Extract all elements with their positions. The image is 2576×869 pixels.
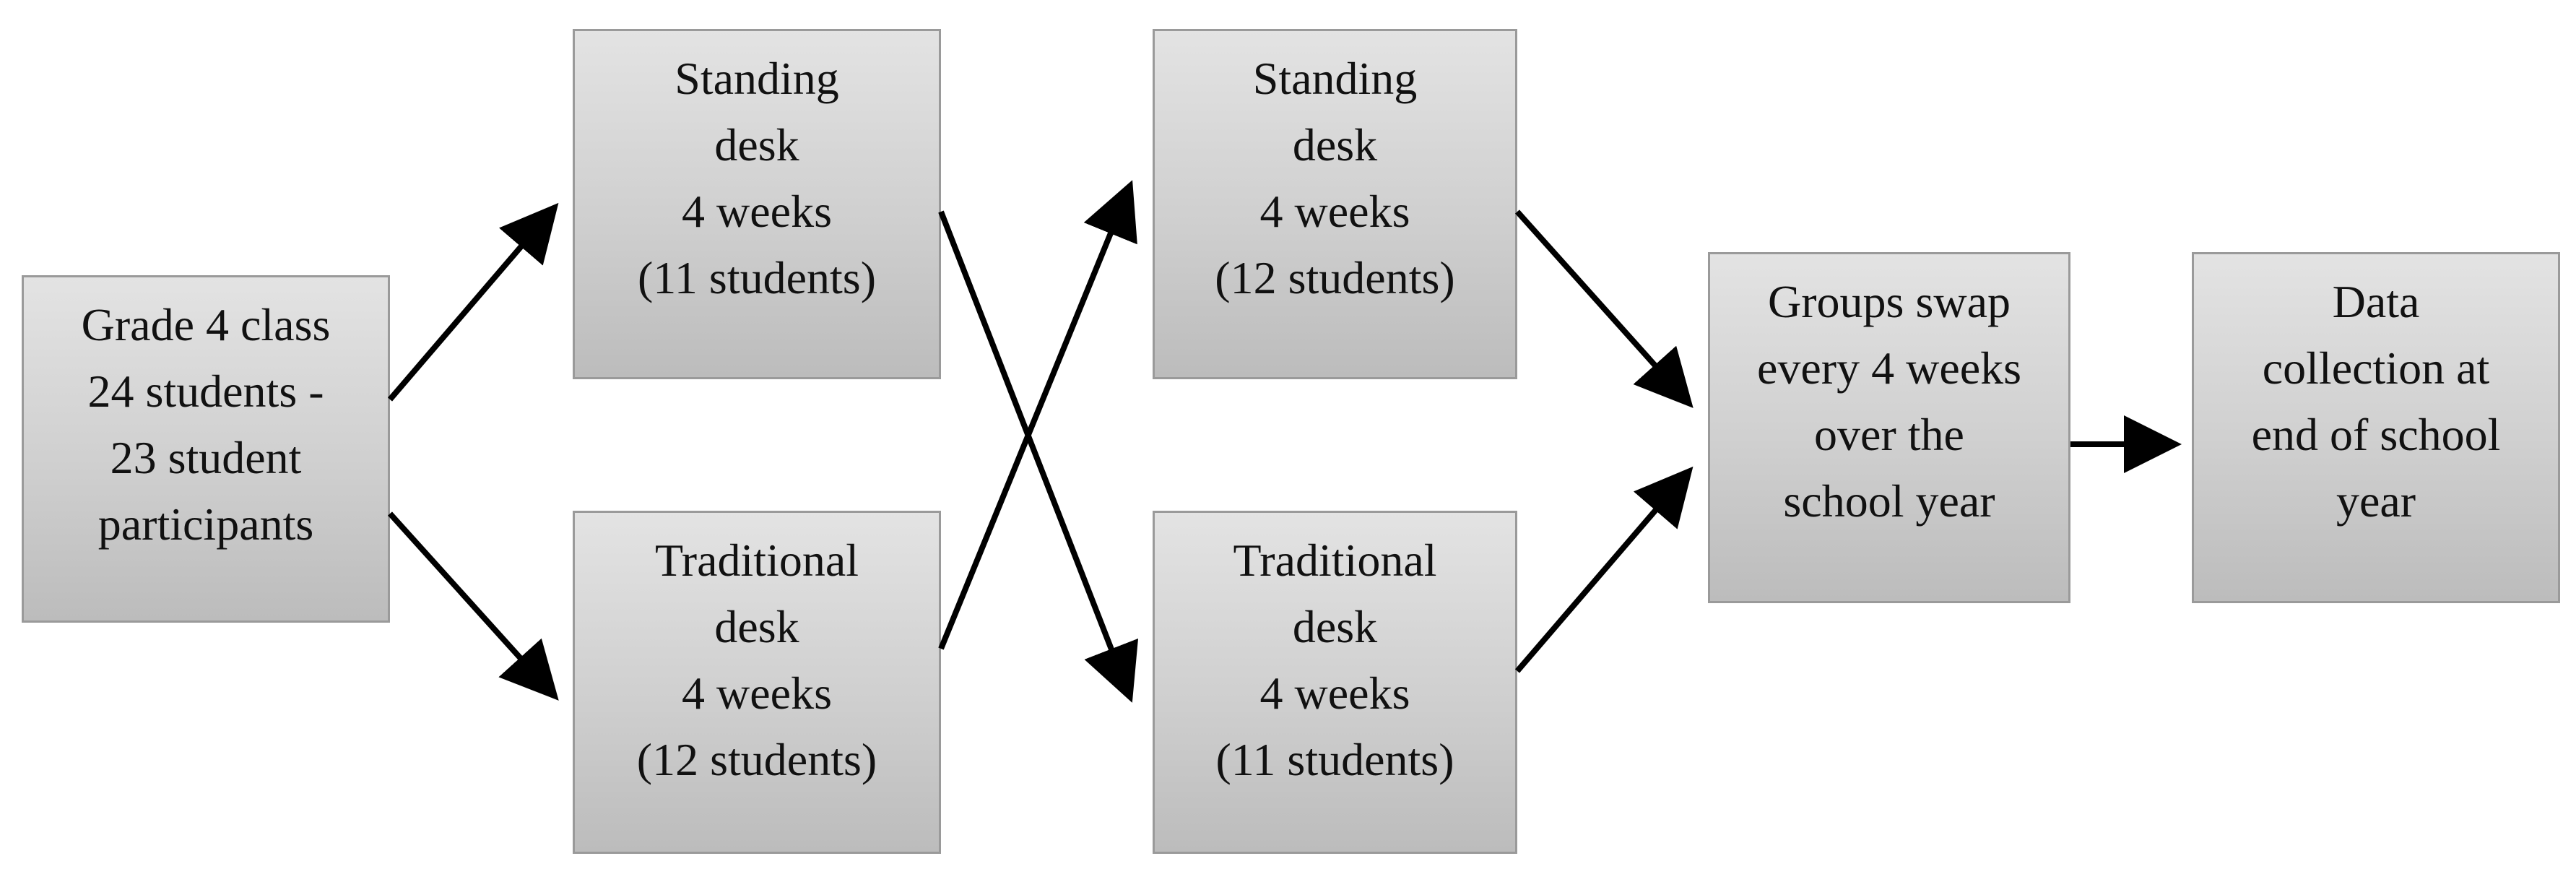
arrow-start-to-phase1-standing [387,202,559,402]
arrow-phase2-standing-to-swap [1515,209,1694,408]
arrow-start-to-phase1-traditional [388,511,559,701]
groups-swap-line: over the [1814,409,1964,460]
phase1-standing-desk-node: Standing desk 4 weeks (11 students) [573,29,941,379]
phase2-traditional-line: Traditional [1233,535,1437,586]
start-node-line: Grade 4 class [81,299,331,350]
phase1-traditional-line: desk [714,601,799,652]
data-collection-line: end of school [2251,409,2501,460]
phase2-traditional-desk-node: Traditional desk 4 weeks (11 students) [1153,511,1517,854]
phase2-standing-desk-node: Standing desk 4 weeks (12 students) [1153,29,1517,379]
start-node-line: participants [97,498,314,550]
phase2-standing-line: 4 weeks [1259,186,1410,237]
phase2-traditional-line: 4 weeks [1259,667,1410,719]
phase2-traditional-line: desk [1292,601,1378,652]
start-node-grade-4-class: Grade 4 class 24 students - 23 student p… [22,275,390,623]
phase2-standing-line: desk [1292,119,1378,170]
phase2-standing-line: (12 students) [1215,252,1455,303]
phase1-traditional-line: Traditional [654,535,859,586]
arrow-phase1-standing-to-phase2-traditional [938,210,1139,703]
groups-swap-line: every 4 weeks [1756,342,2022,394]
phase1-standing-line: desk [714,119,799,170]
start-node-line: 23 student [110,432,302,483]
groups-swap-node: Groups swap every 4 weeks over the schoo… [1708,252,2070,603]
phase1-standing-line: Standing [675,53,839,104]
groups-swap-line: school year [1783,475,1995,527]
phase1-standing-line: 4 weeks [682,186,832,237]
start-node-line: 24 students - [87,366,324,417]
arrow-phase2-traditional-to-swap [1514,466,1694,673]
data-collection-node: Data collection at end of school year [2192,252,2560,603]
phase1-standing-line: (11 students) [637,252,877,303]
phase1-traditional-desk-node: Traditional desk 4 weeks (12 students) [573,511,941,854]
data-collection-line: year [2336,475,2416,527]
data-collection-line: collection at [2262,342,2490,394]
arrow-phase1-traditional-to-phase2-standing [938,180,1137,650]
phase1-traditional-line: 4 weeks [682,667,832,719]
phase2-traditional-line: (11 students) [1215,734,1454,785]
data-collection-line: Data [2332,276,2420,327]
groups-swap-line: Groups swap [1768,276,2011,327]
phase2-standing-line: Standing [1252,53,1418,104]
phase1-traditional-line: (12 students) [636,734,877,785]
